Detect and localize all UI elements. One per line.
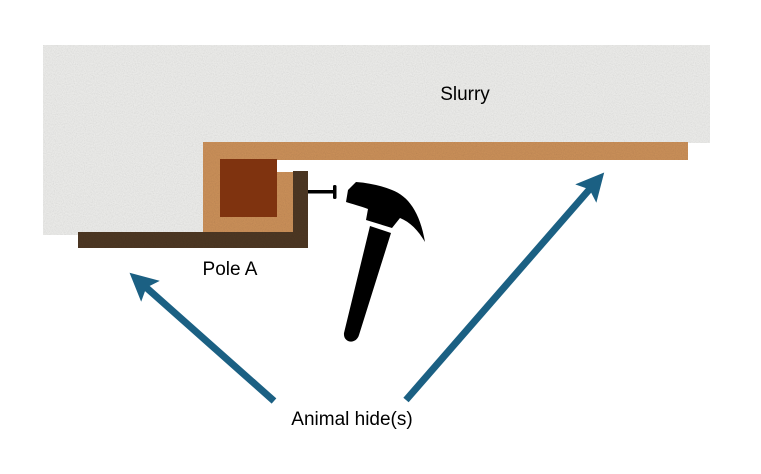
animal-hide-dark xyxy=(78,171,308,248)
arrow-icon xyxy=(403,172,605,403)
animal-hide-light xyxy=(203,142,688,233)
nail-icon xyxy=(308,185,337,199)
pole-a-label: Pole A xyxy=(202,259,258,280)
slurry-region xyxy=(43,45,710,235)
hammer-icon xyxy=(343,182,425,342)
slurry-label: Slurry xyxy=(440,84,490,105)
pole-a xyxy=(220,159,277,217)
animal-hides-label: Animal hide(s) xyxy=(291,409,413,430)
arrow-icon xyxy=(129,272,277,404)
